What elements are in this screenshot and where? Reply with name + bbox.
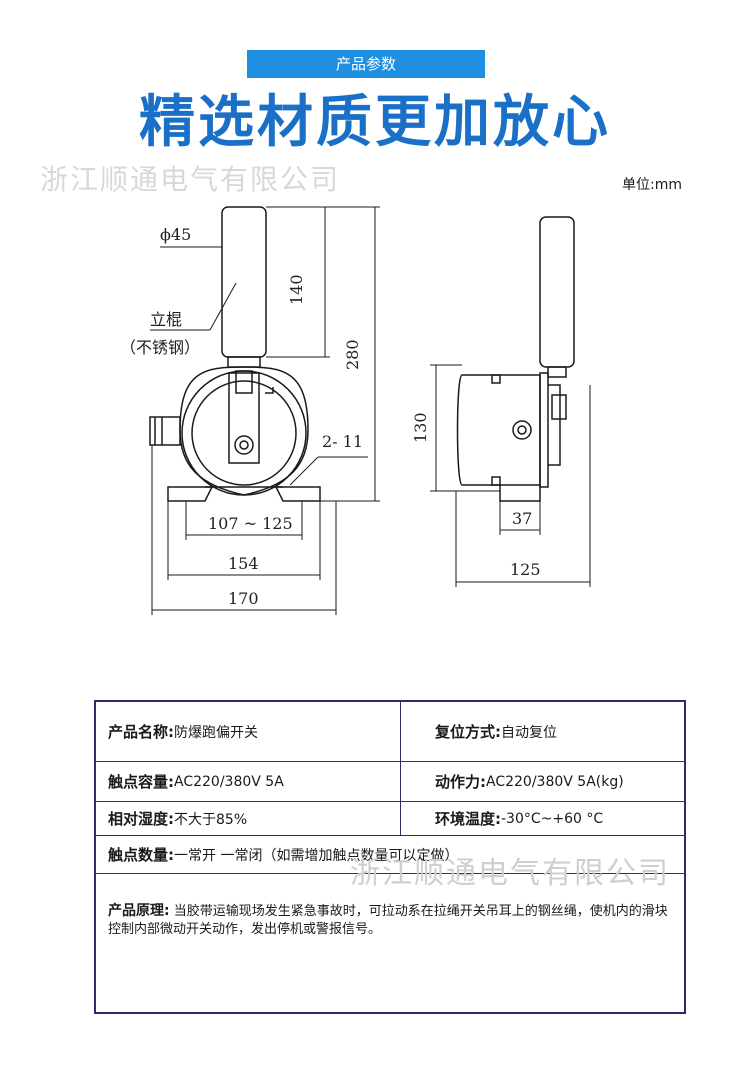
side-view — [456, 216, 575, 502]
dim-280: 280 — [343, 339, 362, 370]
dim-107-125: 107 ~ 125 — [208, 514, 293, 533]
page-title: 精选材质更加放心 — [139, 90, 611, 155]
spec-cell: 环境温度: -30°C~+60 °C — [401, 802, 686, 835]
spec-cell: 触点数量: 一常开 一常闭（如需增加触点数量可以定做） — [96, 836, 684, 873]
spec-label: 复位方式: — [435, 723, 501, 741]
spec-label: 触点数量: — [108, 846, 174, 864]
spec-label: 动作力: — [435, 773, 486, 791]
spec-cell: 相对湿度: 不大于85% — [96, 802, 401, 835]
front-dimensions — [150, 206, 380, 615]
rod-label: 立棍 — [150, 310, 182, 329]
spec-label: 产品名称: — [108, 723, 174, 741]
spec-value: AC220/380V 5A(kg) — [486, 773, 624, 790]
dim-154: 154 — [228, 554, 259, 573]
dimension-drawing-svg: ϕ45 140 280 立棍 （不锈钢） 2- 11 107 ~ 125 154… — [120, 206, 591, 615]
spec-cell: 动作力: AC220/380V 5A(kg) — [401, 762, 686, 801]
dim-140: 140 — [287, 274, 306, 305]
watermark: 浙江顺通电气有限公司 — [350, 856, 670, 891]
dim-phi45: ϕ45 — [160, 225, 191, 244]
side-dimensions — [430, 364, 591, 587]
spec-label: 环境温度: — [435, 810, 501, 828]
rod-material-label: （不锈钢） — [120, 338, 200, 357]
spec-row: 触点数量: 一常开 一常闭（如需增加触点数量可以定做） — [96, 836, 684, 874]
principle-label: 产品原理: — [108, 903, 170, 919]
section-badge: 产品参数 — [247, 50, 485, 78]
spec-row: 触点容量: AC220/380V 5A 动作力: AC220/380V 5A(k… — [96, 762, 684, 802]
spec-cell: 产品名称: 防爆跑偏开关 — [96, 702, 401, 761]
spec-cell: 复位方式: 自动复位 — [401, 702, 686, 761]
spec-value: 不大于85% — [174, 811, 248, 828]
spec-cell: 触点容量: AC220/380V 5A — [96, 762, 401, 801]
spec-value: -30°C~+60 °C — [501, 810, 604, 827]
principle-text: 当胶带运输现场发生紧急事故时，可拉动系在拉绳开关吊耳上的钢丝绳，使机内的滑块控制… — [108, 904, 668, 937]
watermark: 浙江顺通电气有限公司 — [40, 163, 341, 196]
spec-value: 防爆跑偏开关 — [174, 724, 258, 741]
dim-170: 170 — [228, 589, 259, 608]
spec-label: 相对湿度: — [108, 810, 174, 828]
unit-label: 单位:mm — [622, 177, 682, 193]
technical-drawing: ϕ45 140 280 立棍 （不锈钢） 2- 11 107 ~ 125 154… — [0, 195, 750, 645]
spec-table: 产品名称: 防爆跑偏开关 复位方式: 自动复位 触点容量: AC220/380V… — [94, 700, 686, 1014]
principle-block: 产品原理: 当胶带运输现场发生紧急事故时，可拉动系在拉绳开关吊耳上的钢丝绳，使机… — [108, 902, 668, 939]
spec-row: 产品名称: 防爆跑偏开关 复位方式: 自动复位 — [96, 702, 684, 762]
spec-value: 一常开 一常闭（如需增加触点数量可以定做） — [174, 847, 459, 864]
spec-value: AC220/380V 5A — [174, 773, 284, 790]
spec-row: 相对湿度: 不大于85% 环境温度: -30°C~+60 °C — [96, 802, 684, 836]
spec-value: 自动复位 — [501, 724, 557, 741]
dim-37: 37 — [512, 509, 532, 528]
dim-125: 125 — [510, 560, 541, 579]
front-view — [149, 206, 321, 502]
dim-130: 130 — [411, 412, 430, 443]
spec-label: 触点容量: — [108, 773, 174, 791]
dim-holes: 2- 11 — [322, 432, 363, 451]
